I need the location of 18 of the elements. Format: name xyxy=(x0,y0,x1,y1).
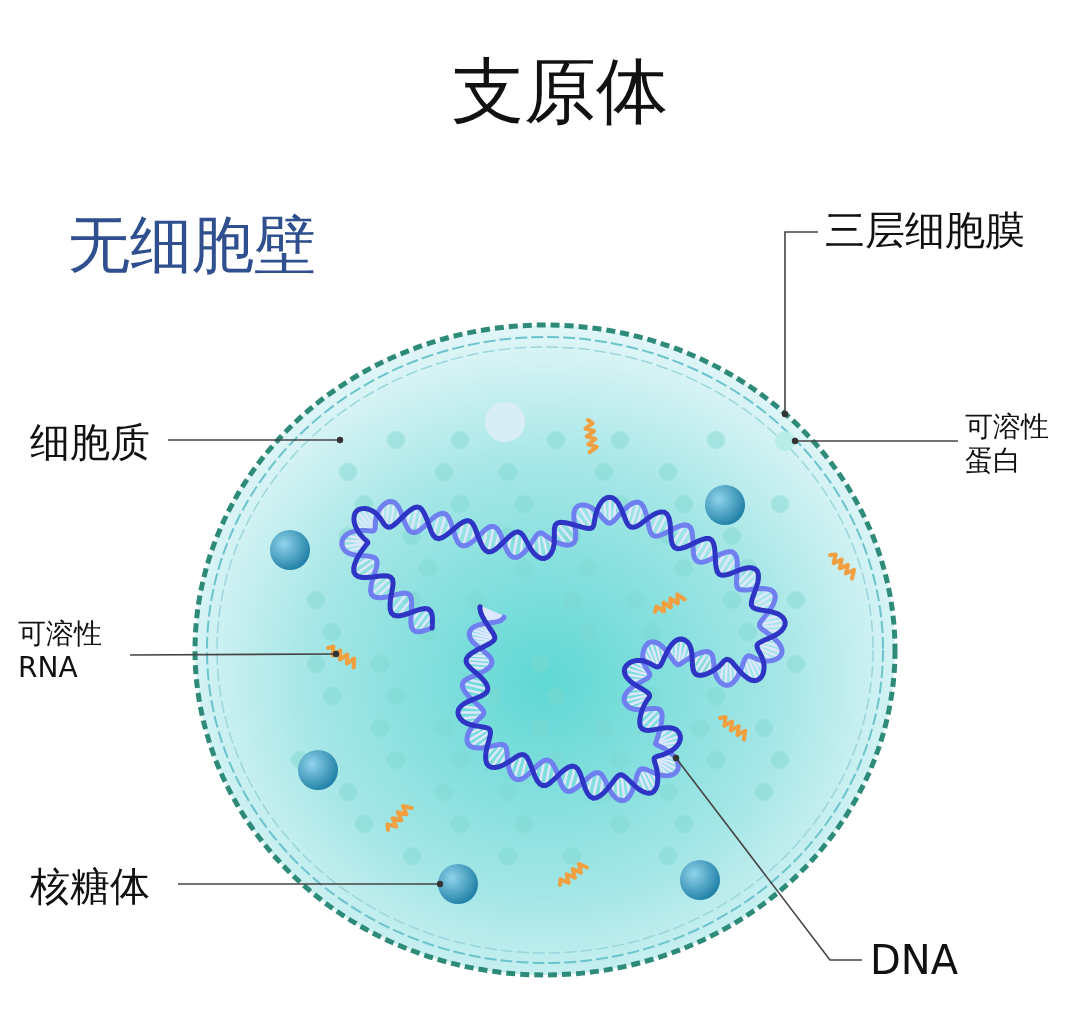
leader-line xyxy=(177,880,444,888)
part-label: 可溶性RNA xyxy=(18,617,113,685)
dna-helix-drawing xyxy=(339,494,788,804)
leader-line xyxy=(129,650,340,658)
note-label: 无细胞壁 xyxy=(68,208,316,283)
title: 支原体 xyxy=(452,49,668,133)
leader-line xyxy=(672,754,863,961)
leader-line xyxy=(167,436,344,444)
soluble-protein-dot xyxy=(775,431,795,451)
leader-line xyxy=(791,437,959,445)
part-label: 可溶性蛋白 xyxy=(965,410,1055,478)
part-label: 细胞质 xyxy=(30,418,170,466)
ribosome-icon xyxy=(438,864,478,904)
rna-strand-icon xyxy=(326,644,357,670)
part-label: DNA xyxy=(870,936,990,984)
part-label: 核糖体 xyxy=(30,862,180,910)
part-label: 三层细胞膜 xyxy=(825,206,1065,254)
leader-line xyxy=(781,231,819,418)
